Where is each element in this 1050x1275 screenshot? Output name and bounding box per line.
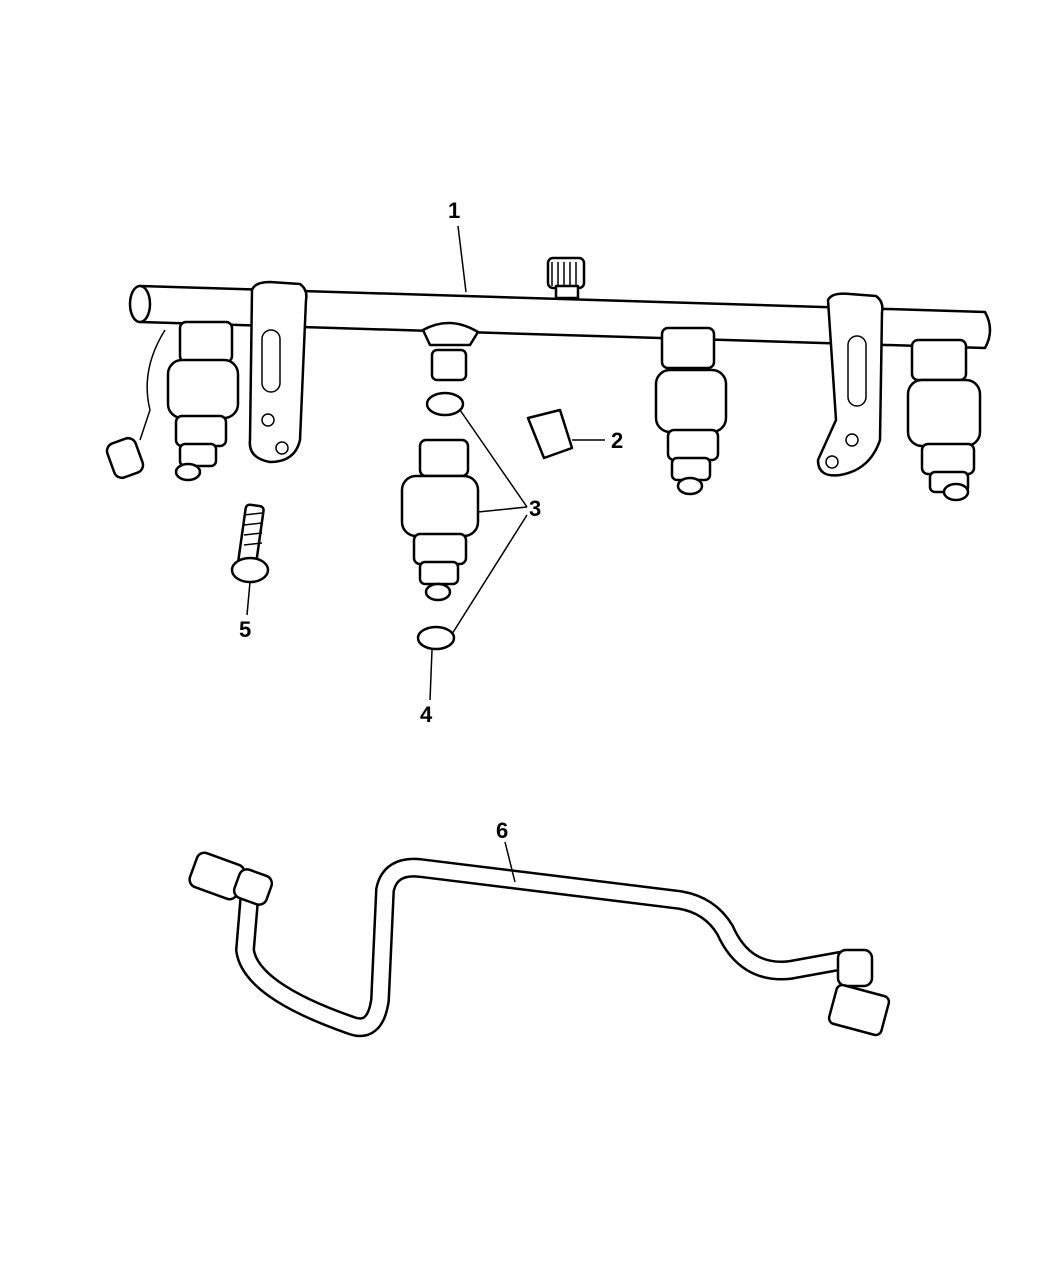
injector-1 <box>105 320 240 482</box>
fuel-rail <box>128 256 992 350</box>
bolt <box>230 503 270 584</box>
injector-3 <box>654 326 728 496</box>
injector-4 <box>906 338 982 502</box>
callout-1: 1 <box>448 198 461 223</box>
callout-4: 4 <box>420 702 433 727</box>
leader-lines <box>246 225 605 883</box>
callout-5: 5 <box>239 617 252 642</box>
lower-o-ring <box>416 625 456 651</box>
fuel-supply-tube <box>188 851 891 1038</box>
upper-o-ring <box>425 391 465 417</box>
callout-6: 6 <box>496 818 509 843</box>
rail-bracket-right <box>816 292 884 477</box>
callout-3: 3 <box>529 496 542 521</box>
injector-exploded <box>400 348 480 602</box>
rail-bracket-left <box>248 280 308 464</box>
callout-2: 2 <box>611 428 624 453</box>
injector-clip <box>526 408 574 460</box>
